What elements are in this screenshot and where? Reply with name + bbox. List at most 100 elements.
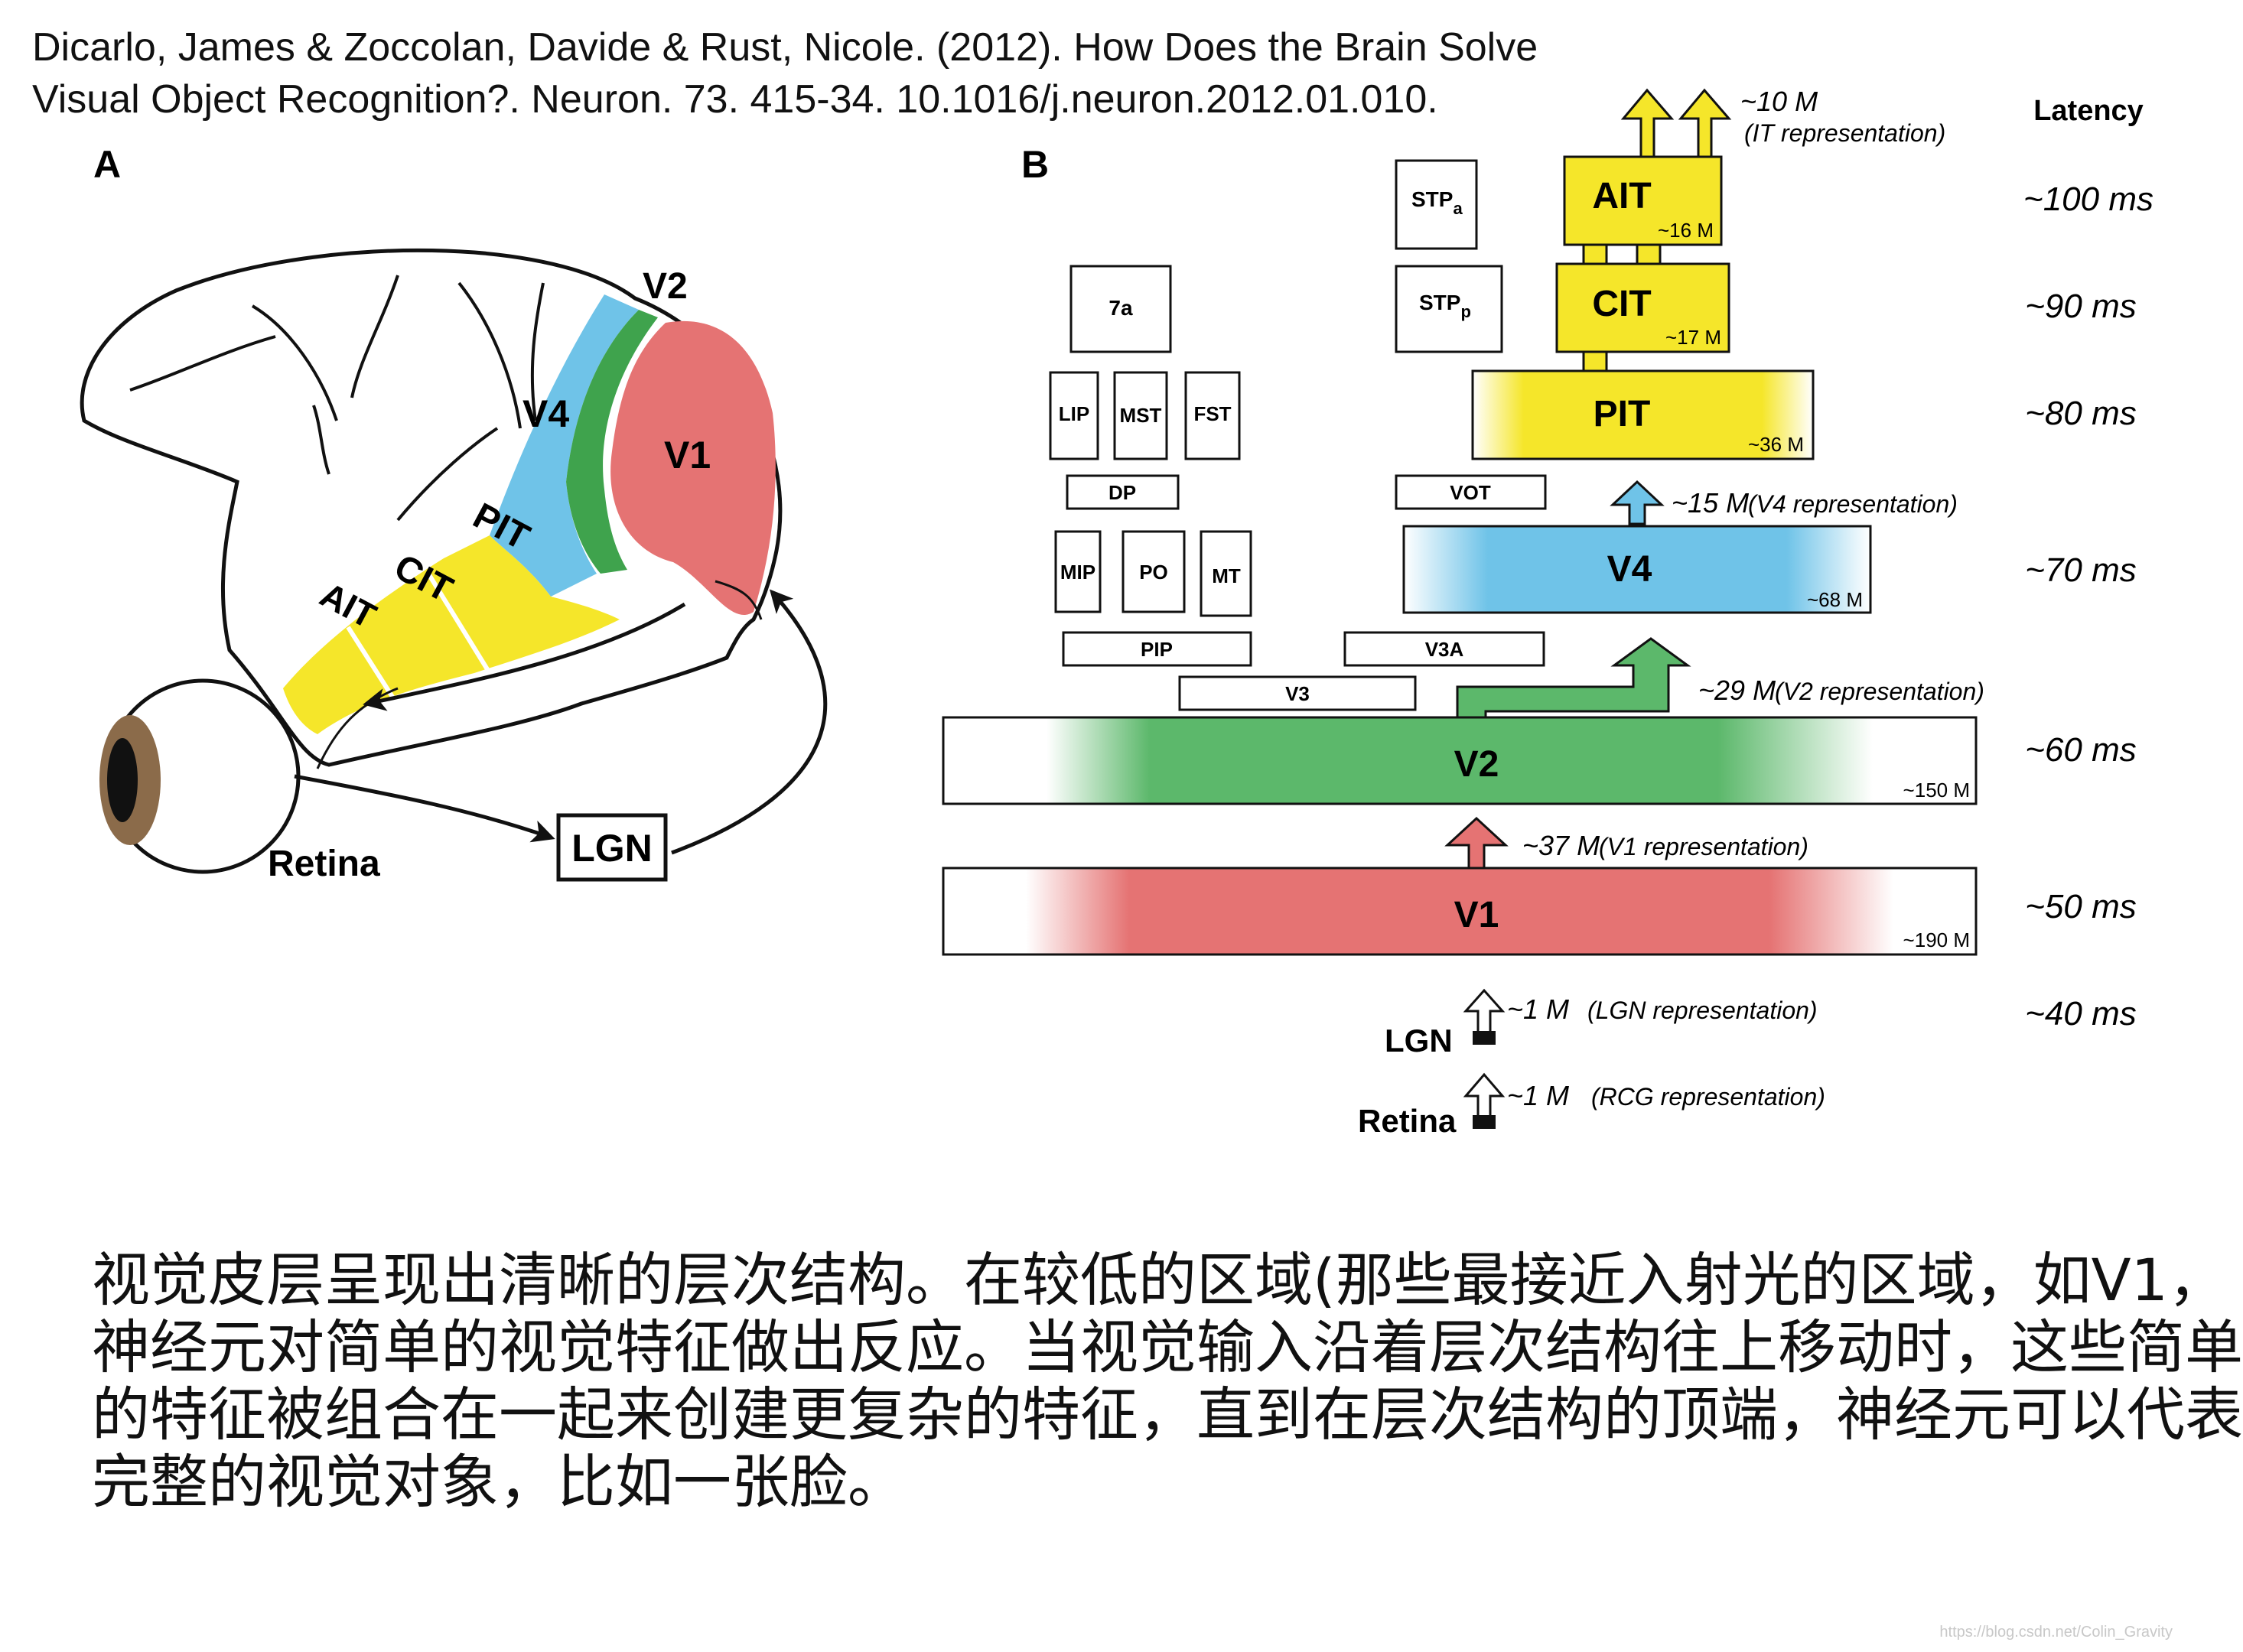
label-mip: MIP bbox=[1060, 561, 1095, 584]
latency-70ms: ~70 ms bbox=[2025, 551, 2137, 589]
caption-line-1: 视觉皮层呈现出清晰的层次结构。在较低的区域(那些最接近入射光的区域，如V1， bbox=[92, 1246, 2226, 1314]
sulcus-2 bbox=[251, 304, 338, 421]
watermark: https://blog.csdn.net/Colin_Gravity bbox=[1939, 1624, 2173, 1641]
v2-output-arrow bbox=[1456, 637, 1691, 719]
v4-count: ~68 M bbox=[1807, 588, 1863, 611]
area-v4-region bbox=[490, 294, 639, 597]
area-label-v2: V2 bbox=[643, 266, 688, 307]
it-output-arrow-2 bbox=[1678, 88, 1732, 158]
label-fst: FST bbox=[1193, 402, 1231, 425]
v1-count: ~190 M bbox=[1903, 928, 1970, 951]
cit-label: CIT bbox=[1592, 284, 1651, 324]
rep-v4-text: (V4 representation) bbox=[1748, 490, 1958, 518]
rep-v2-text: (V2 representation) bbox=[1775, 678, 1984, 705]
box-mst bbox=[1113, 371, 1168, 460]
stpp-box bbox=[1395, 265, 1503, 353]
pit-box bbox=[1471, 369, 1815, 460]
area-label-v4: V4 bbox=[522, 392, 569, 435]
cit-count: ~17 M bbox=[1665, 326, 1721, 349]
rep-it-count: ~10 M bbox=[1740, 86, 1818, 117]
label-v3a: V3A bbox=[1425, 638, 1464, 661]
rep-it-text: (IT representation) bbox=[1744, 119, 1945, 147]
cit-box bbox=[1555, 262, 1730, 353]
lgn-arrow-base bbox=[1473, 1031, 1496, 1045]
sulcus-6 bbox=[312, 405, 330, 475]
panel-b-label: B bbox=[1021, 143, 1049, 186]
citation-line-2: Visual Object Recognition?. Neuron. 73. … bbox=[32, 77, 1438, 122]
box-mt bbox=[1200, 530, 1252, 617]
sulcus-1 bbox=[129, 335, 276, 392]
it-output-arrow-1 bbox=[1620, 88, 1675, 158]
area-v2-strip bbox=[566, 310, 658, 574]
box-po bbox=[1122, 530, 1186, 613]
retina-arrow-base bbox=[1473, 1115, 1496, 1129]
box-lip bbox=[1049, 371, 1099, 460]
pit-label: PIT bbox=[1594, 394, 1651, 434]
v1-label: V1 bbox=[1454, 895, 1499, 935]
connector-cit-pit bbox=[1582, 350, 1608, 372]
stpa-label: STPa bbox=[1411, 187, 1463, 218]
retina-output-arrow bbox=[1463, 1072, 1506, 1122]
box-v3 bbox=[1178, 675, 1417, 711]
sulcus-3 bbox=[350, 275, 399, 398]
rep-v1-count: ~37 M bbox=[1522, 830, 1600, 861]
box-fst bbox=[1184, 371, 1241, 460]
citation: Dicarlo, James & Zoccolan, Davide & Rust… bbox=[32, 21, 1538, 125]
v4-box bbox=[1402, 525, 1872, 614]
caption-line-3: 的特征被组合在一起来创建更复杂的特征，直到在层次结构的顶端，神经元可以代表 bbox=[92, 1380, 2243, 1449]
ait-box bbox=[1563, 155, 1723, 246]
label-v3: V3 bbox=[1285, 682, 1310, 705]
caption: 视觉皮层呈现出清晰的层次结构。在较低的区域(那些最接近入射光的区域，如V1， 神… bbox=[92, 1246, 2243, 1516]
v1-output-arrow bbox=[1444, 816, 1509, 870]
rep-v1-text: (V1 representation) bbox=[1599, 833, 1808, 860]
rep-rcg-text: (RCG representation) bbox=[1591, 1083, 1825, 1111]
area-v1-region bbox=[610, 320, 776, 616]
box-mip bbox=[1054, 530, 1102, 613]
pit-count: ~36 M bbox=[1748, 433, 1804, 456]
retina-b-label: Retina bbox=[1358, 1103, 1457, 1139]
latency-header: Latency bbox=[2033, 95, 2144, 127]
ait-label: AIT bbox=[1592, 176, 1651, 216]
rep-rcg-count: ~1 M bbox=[1507, 1080, 1569, 1111]
retina-label: Retina bbox=[268, 844, 380, 884]
latency-50ms: ~50 ms bbox=[2025, 888, 2137, 925]
ait-count: ~16 M bbox=[1658, 219, 1714, 242]
label-lip: LIP bbox=[1059, 402, 1089, 425]
arrow-eye-to-lgn bbox=[294, 774, 555, 843]
label-mt: MT bbox=[1212, 564, 1241, 587]
label-mst: MST bbox=[1120, 404, 1162, 427]
area-label-v1: V1 bbox=[664, 434, 711, 476]
area-it-region bbox=[283, 535, 620, 734]
box-vot bbox=[1395, 474, 1547, 510]
sulcus-4 bbox=[457, 281, 522, 429]
lgn-box bbox=[556, 813, 668, 882]
rep-v2-count: ~29 M bbox=[1698, 675, 1776, 706]
panel-a-brain-diagram: A V2 V4 V1 PIT CIT AIT Retina LGN bbox=[80, 143, 828, 884]
v1-sulcus bbox=[715, 580, 763, 620]
panel-b-hierarchy-diagram: B Latency ~100 ms ~90 ms ~80 ms ~70 ms ~… bbox=[942, 86, 2153, 1139]
rep-lgn-text: (LGN representation) bbox=[1587, 997, 1818, 1024]
box-dp bbox=[1066, 474, 1180, 510]
caption-line-4: 完整的视觉对象，比如一张脸。 bbox=[92, 1448, 906, 1516]
box-v3a bbox=[1343, 631, 1545, 667]
eye-pupil bbox=[107, 738, 138, 822]
label-vot: VOT bbox=[1450, 481, 1491, 504]
stpp-label: STPp bbox=[1419, 291, 1471, 321]
lgn-output-arrow bbox=[1463, 988, 1506, 1038]
sulcus-5 bbox=[530, 282, 545, 421]
rep-v4-count: ~15 M bbox=[1672, 487, 1749, 519]
box-pip bbox=[1062, 631, 1252, 667]
arrow-it-to-eye bbox=[363, 602, 686, 711]
rep-lgn-count: ~1 M bbox=[1507, 993, 1569, 1025]
latency-80ms: ~80 ms bbox=[2025, 395, 2137, 432]
divider-pit-cit bbox=[426, 572, 492, 675]
lgn-label: LGN bbox=[571, 827, 653, 870]
caption-line-2: 神经元对简单的视觉特征做出反应。当视觉输入沿着层次结构往上移动时，这些简单 bbox=[92, 1313, 2243, 1381]
v2-box bbox=[942, 716, 1978, 805]
citation-line-1: Dicarlo, James & Zoccolan, Davide & Rust… bbox=[32, 25, 1538, 70]
sulcus-7 bbox=[396, 427, 499, 522]
label-7a: 7a bbox=[1108, 296, 1133, 320]
latency-60ms: ~60 ms bbox=[2025, 731, 2137, 769]
latency-90ms: ~90 ms bbox=[2025, 288, 2137, 325]
box-7a bbox=[1069, 265, 1172, 353]
